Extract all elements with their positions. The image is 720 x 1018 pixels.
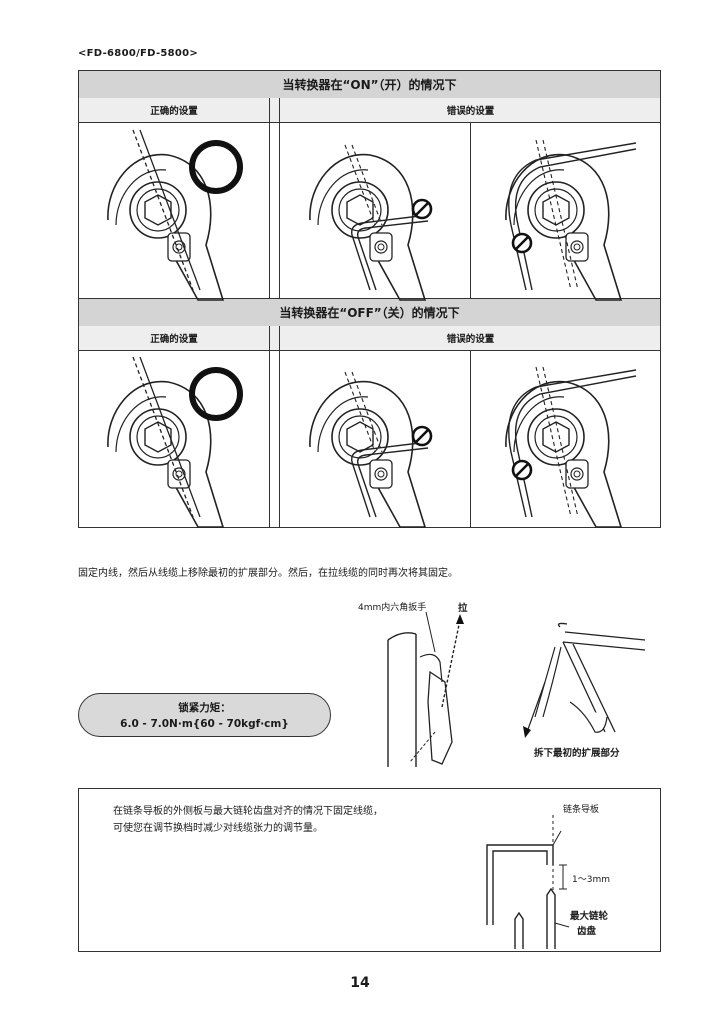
table-off-subheader: 正确的设置 错误的设置: [79, 326, 660, 351]
off-wrong-b-illustration: [505, 366, 637, 528]
correct-label: 正确的设置: [150, 334, 198, 345]
on-wrong-b-illustration: [505, 139, 637, 301]
torque-box: 锁紧力矩： 6.0 - 7.0N·m{60 - 70kgf·cm}: [78, 693, 331, 737]
wrench-label: 4mm内六角扳手: [358, 603, 427, 613]
correct-circle-icon: [189, 140, 243, 194]
note-line-2: 可使您在调节换档时减少对线缆张力的调节量。: [113, 823, 323, 834]
gap-label: 1～3mm: [572, 875, 610, 885]
table-on-subheader: 正确的设置 错误的设置: [79, 98, 660, 123]
remove-extension-label: 拆下最初的扩展部分: [534, 748, 620, 759]
wrong-sign-icon: [511, 232, 533, 254]
on-correct-illustration: [107, 129, 243, 301]
remove-extension-figure: [523, 622, 646, 738]
page-number: 14: [350, 975, 370, 991]
wrong-label: 错误的设置: [446, 106, 495, 117]
note-line-1: 在链条导板的外侧板与最大链轮齿盘对齐的情况下固定线缆，: [113, 806, 383, 817]
wrong-sign-icon: [411, 198, 433, 220]
wrong-label: 错误的设置: [446, 334, 495, 345]
table-on: 当转换器在“ON”（开）的情况下 正确的设置 错误的设置: [78, 70, 661, 300]
wrench-figure: [387, 611, 464, 767]
chain-guide-diagram: [486, 815, 570, 949]
wrong-sign-icon: [511, 459, 533, 481]
note-box: 在链条导板的外侧板与最大链轮齿盘对齐的情况下固定线缆， 可使您在调节换档时减少对…: [78, 788, 661, 952]
correct-label: 正确的设置: [150, 106, 198, 117]
largest-sprocket-label-2: 齿盘: [577, 926, 597, 937]
correct-circle-icon: [189, 367, 243, 421]
table-off: 当转换器在“OFF”（关）的情况下 正确的设置 错误的设置: [78, 298, 661, 528]
table-off-title: 当转换器在“OFF”（关）的情况下: [79, 299, 660, 327]
torque-value: 6.0 - 7.0N·m{60 - 70kgf·cm}: [120, 718, 289, 730]
torque-label: 锁紧力矩：: [178, 702, 231, 714]
off-correct-illustration: [107, 356, 243, 528]
off-wrong-a-illustration: [309, 371, 433, 528]
table-on-title: 当转换器在“ON”（开）的情况下: [79, 71, 660, 99]
wrong-sign-icon: [411, 425, 433, 447]
largest-sprocket-label-1: 最大链轮: [570, 911, 609, 922]
instruction-text: 固定内线，然后从线缆上移除最初的扩展部分。然后，在拉线缆的同时再次将其固定。: [78, 568, 458, 579]
model-number: <FD-6800/FD-5800>: [78, 48, 199, 59]
pull-label: 拉: [458, 603, 468, 614]
on-wrong-a-illustration: [309, 144, 433, 301]
chain-guide-label: 链条导板: [563, 805, 600, 815]
